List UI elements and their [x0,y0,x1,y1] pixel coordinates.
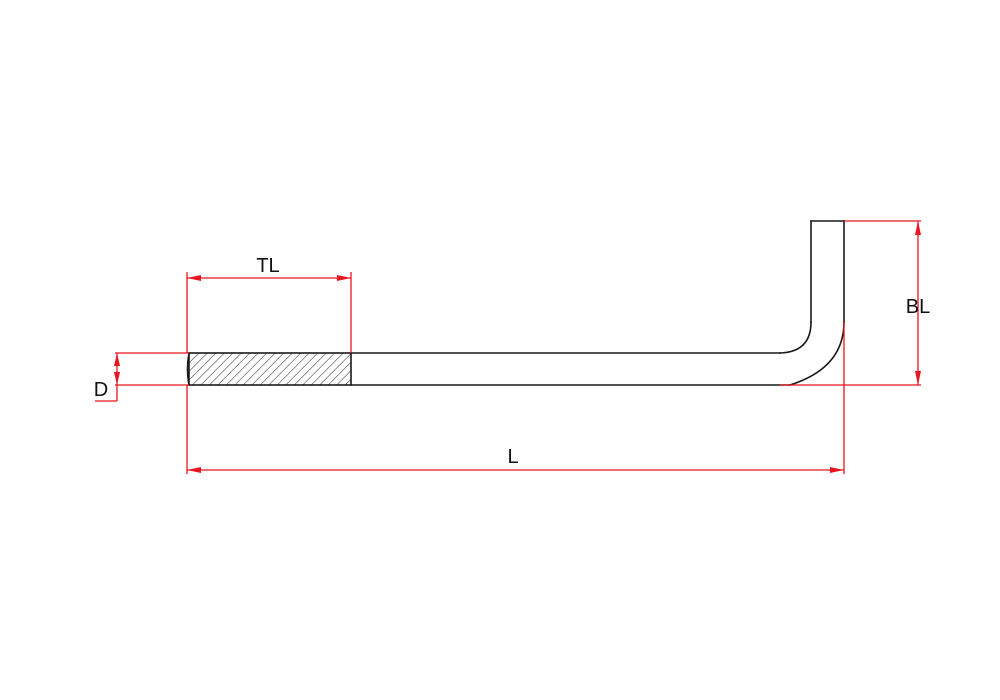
thread-length-label: TL [256,255,279,277]
overall-length-label: L [507,446,518,468]
diameter-label: D [94,379,108,401]
threaded-section [189,353,351,385]
dimension-diameter: D [94,352,189,402]
threaded-section-outline [188,352,352,386]
bolt-end [186,352,190,386]
dimension-overall-length: L [186,322,845,474]
bend-outer [788,321,845,387]
bolt-body [186,220,845,387]
dimension-bend-length: BL [780,220,930,386]
bend-length-label: BL [906,296,930,318]
dimension-thread-length: TL [186,255,352,353]
bend-inner [779,321,812,354]
